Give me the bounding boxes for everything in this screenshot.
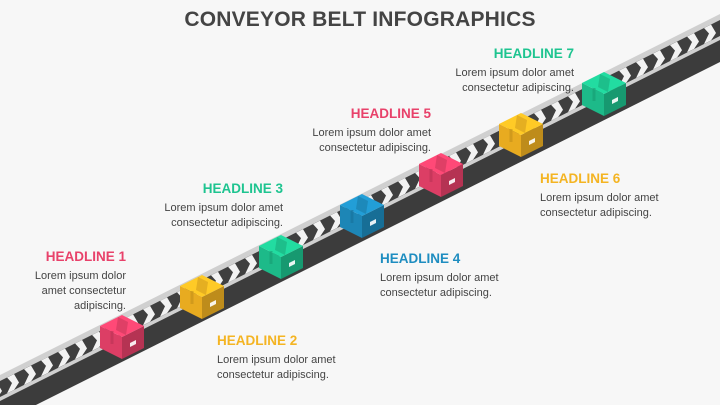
belt-tread-chevron	[466, 143, 478, 164]
step-4-headline: HEADLINE 4	[380, 251, 461, 266]
belt-tread-chevron	[704, 24, 716, 44]
step-6-headline: HEADLINE 6	[540, 171, 621, 186]
step-5-text: Lorem ipsum dolor amet consectetur adipi…	[312, 127, 431, 154]
step-3-headline: HEADLINE 3	[202, 181, 283, 196]
box-4-icon	[340, 194, 384, 238]
belt-tread-chevron	[160, 297, 172, 317]
belt-tread-chevron	[245, 254, 257, 275]
box-3-icon	[259, 235, 303, 279]
belt-tread-chevron	[483, 135, 495, 155]
belt-tread-chevron	[653, 50, 665, 70]
belt-tread-chevron	[551, 101, 563, 121]
slide-title: CONVEYOR BELT INFOGRAPHICS	[184, 8, 536, 31]
box-7-icon	[582, 72, 626, 116]
step-1: HEADLINE 1 Lorem ipsum dolor amet consec…	[0, 249, 126, 314]
belt-tread-chevron	[670, 41, 682, 62]
belt-tread-chevron	[296, 229, 308, 249]
step-6-text: Lorem ipsum dolor amet consectetur adipi…	[540, 192, 659, 219]
step-2-text: Lorem ipsum dolor amet consectetur adipi…	[217, 354, 336, 381]
belt-tread-chevron	[330, 212, 342, 232]
step-5-headline: HEADLINE 5	[350, 106, 431, 121]
belt-tread-chevron	[381, 186, 393, 206]
step-1-text: Lorem ipsum dolor amet consectetur adipi…	[34, 270, 126, 312]
step-7: HEADLINE 7 Lorem ipsum dolor amet consec…	[374, 46, 574, 96]
step-5: HEADLINE 5 Lorem ipsum dolor amet consec…	[231, 106, 431, 156]
belt-tread-chevron	[58, 348, 70, 368]
step-1-headline: HEADLINE 1	[45, 249, 126, 264]
step-3-text: Lorem ipsum dolor amet consectetur adipi…	[164, 202, 283, 229]
belt-tread-chevron	[398, 177, 410, 198]
step-7-text: Lorem ipsum dolor amet consectetur adipi…	[455, 67, 574, 94]
box-5-icon	[419, 153, 463, 197]
belt-tread-chevron	[143, 305, 155, 326]
box-2-icon	[180, 275, 224, 319]
box-1-icon	[100, 315, 144, 359]
step-3: HEADLINE 3 Lorem ipsum dolor amet consec…	[83, 181, 283, 231]
box-6-icon	[499, 113, 543, 157]
step-2: HEADLINE 2 Lorem ipsum dolor amet consec…	[217, 333, 417, 383]
step-6: HEADLINE 6 Lorem ipsum dolor amet consec…	[540, 171, 720, 221]
belt-tread-chevron	[24, 365, 36, 385]
belt-tread-chevron	[41, 356, 53, 377]
step-4-text: Lorem ipsum dolor amet consectetur adipi…	[380, 272, 499, 299]
belt-tread-chevron	[228, 263, 240, 283]
step-7-headline: HEADLINE 7	[493, 46, 574, 61]
step-4: HEADLINE 4 Lorem ipsum dolor amet consec…	[380, 251, 580, 301]
belt-tread-chevron	[687, 33, 699, 53]
belt-tread-chevron	[636, 58, 648, 79]
belt-tread-chevron	[568, 92, 580, 113]
belt-tread-chevron	[7, 374, 19, 394]
belt-tread-chevron	[75, 339, 87, 360]
step-2-headline: HEADLINE 2	[217, 333, 298, 348]
belt-tread-chevron	[313, 220, 325, 241]
